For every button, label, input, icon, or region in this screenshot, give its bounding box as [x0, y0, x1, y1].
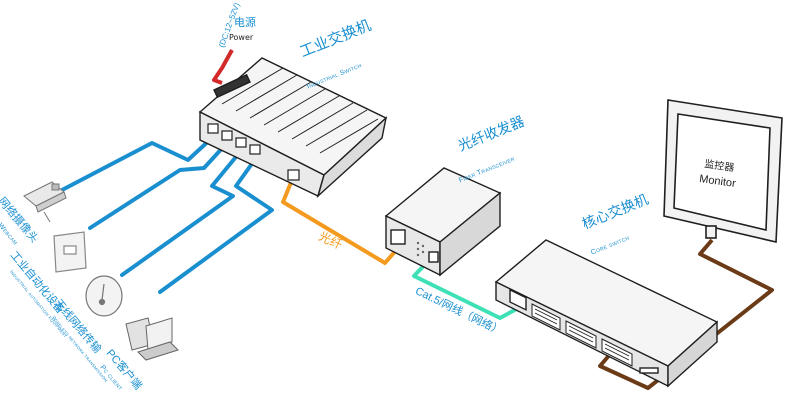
core-switch-port-banks	[531, 303, 633, 367]
cable-pc	[158, 156, 274, 294]
cable-wireless	[120, 150, 242, 277]
monitor	[663, 99, 783, 243]
industrial-switch	[198, 57, 388, 199]
webcam-device	[23, 181, 67, 223]
power-label-cn: 电源	[234, 17, 256, 29]
pc-device	[125, 317, 179, 361]
cable-automation	[88, 142, 228, 230]
ethernet-cables	[60, 134, 274, 294]
automation-device	[53, 231, 87, 273]
wireless-device	[85, 275, 123, 317]
fiber-transceiver	[384, 167, 502, 277]
core-switch	[494, 239, 719, 388]
power-label-en: Power	[229, 33, 254, 42]
industrial-switch-ports	[207, 123, 300, 181]
fiber-cable	[281, 179, 400, 265]
cable-webcam	[60, 134, 216, 192]
power-cable	[212, 49, 234, 85]
